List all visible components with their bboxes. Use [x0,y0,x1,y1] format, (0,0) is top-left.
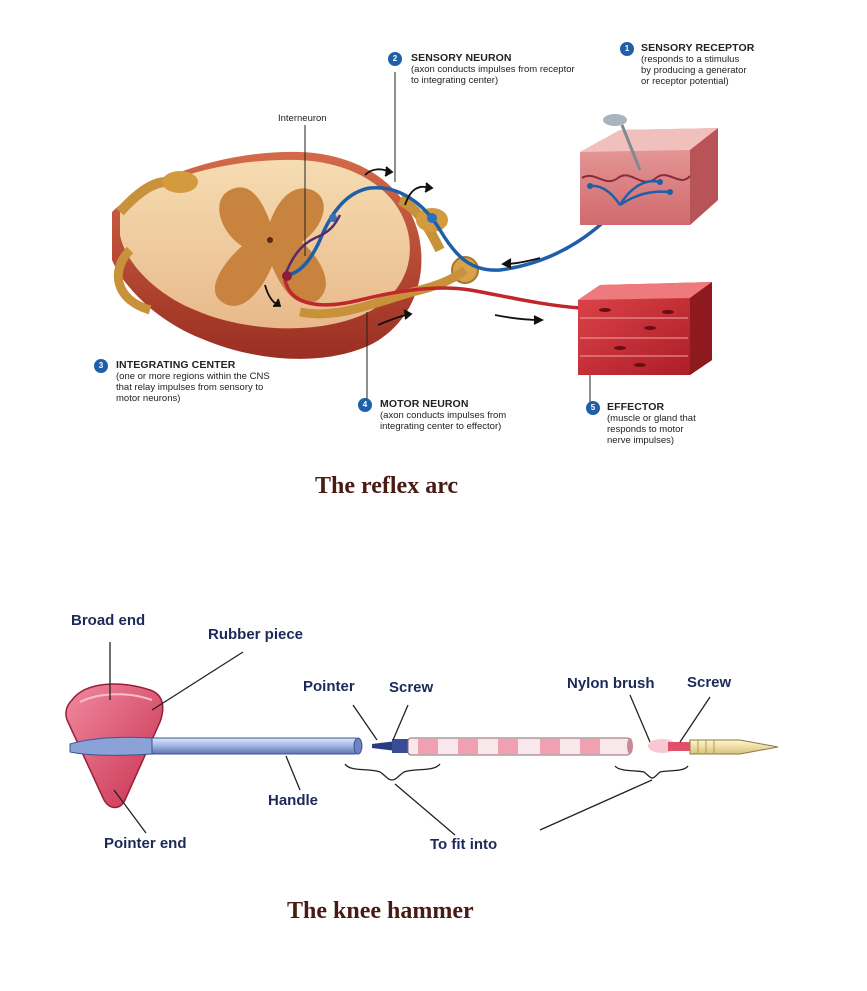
sensory-receptor-desc-2: by producing a generator [641,65,747,76]
integrating-center-desc-3: motor neurons) [116,393,181,404]
impulse-arrows [264,166,545,326]
motor-neuron-desc-1: (axon conducts impulses from [380,410,507,421]
knee-hammer-leaders [109,642,711,836]
screw-right-label: Screw [687,674,732,691]
integrating-center-label: INTEGRATING CENTER (one or more regions … [116,359,270,405]
nylon-brush-label: Nylon brush [567,675,655,692]
pointer-end-label: Pointer end [104,835,187,852]
sensory-receptor-desc-1: (responds to a stimulus [641,54,740,65]
step-3-badge: 3 [94,359,108,373]
nylon-brush-and-tip [648,739,779,755]
striped-rod [407,737,633,756]
effector-label: EFFECTOR (muscle or gland that responds … [607,401,696,447]
skin-block [580,114,718,225]
integrating-center-desc-2: that relay impulses from sensory to [116,382,264,393]
motor-neuron-label: MOTOR NEURON (axon conducts impulses fro… [380,398,507,433]
step-4-badge: 4 [358,398,372,412]
handle-label: Handle [268,792,319,809]
effector-desc-1: (muscle or gland that [607,413,696,424]
step-2-badge: 2 [388,52,402,66]
leader-lines [304,72,591,403]
interneuron-label: Interneuron [278,113,327,124]
reflex-arc-title: The reflex arc [315,473,459,499]
handle [69,736,363,756]
motor-neuron-path [282,214,581,310]
sensory-receptor-desc-3: or receptor potential) [641,76,729,87]
sensory-neuron-label: SENSORY NEURON (axon conducts impulses f… [411,52,575,87]
rubber-piece-label: Rubber piece [208,626,304,643]
screw-left-label: Screw [389,679,434,696]
effector-desc-3: nerve impulses) [607,435,675,446]
effector-desc-2: responds to motor [607,424,684,435]
sensory-receptor-name: SENSORY RECEPTOR [641,42,755,54]
sensory-receptor-label: SENSORY RECEPTOR (responds to a stimulus… [641,42,755,88]
step-1-badge: 1 [620,42,634,56]
motor-neuron-name: MOTOR NEURON [380,398,469,410]
knee-hammer-title: The knee hammer [287,898,474,924]
sensory-neuron-desc-1: (axon conducts impulses from receptor [411,64,575,75]
pointer-label: Pointer [303,678,355,695]
pointer-screw-left [372,739,408,753]
sensory-neuron-name: SENSORY NEURON [411,52,512,64]
motor-neuron-desc-2: integrating center to effector) [380,421,502,432]
broad-end-label: Broad end [71,612,146,629]
integrating-center-name: INTEGRATING CENTER [116,359,236,371]
effector-name: EFFECTOR [607,401,665,413]
sensory-neuron-desc-2: to integrating center) [411,75,499,86]
integrating-center-desc-1: (one or more regions within the CNS [116,371,270,382]
muscle-block [578,282,712,375]
sensory-neuron-path [284,186,632,277]
step-5-badge: 5 [586,401,600,415]
to-fit-into-label: To fit into [430,836,498,853]
